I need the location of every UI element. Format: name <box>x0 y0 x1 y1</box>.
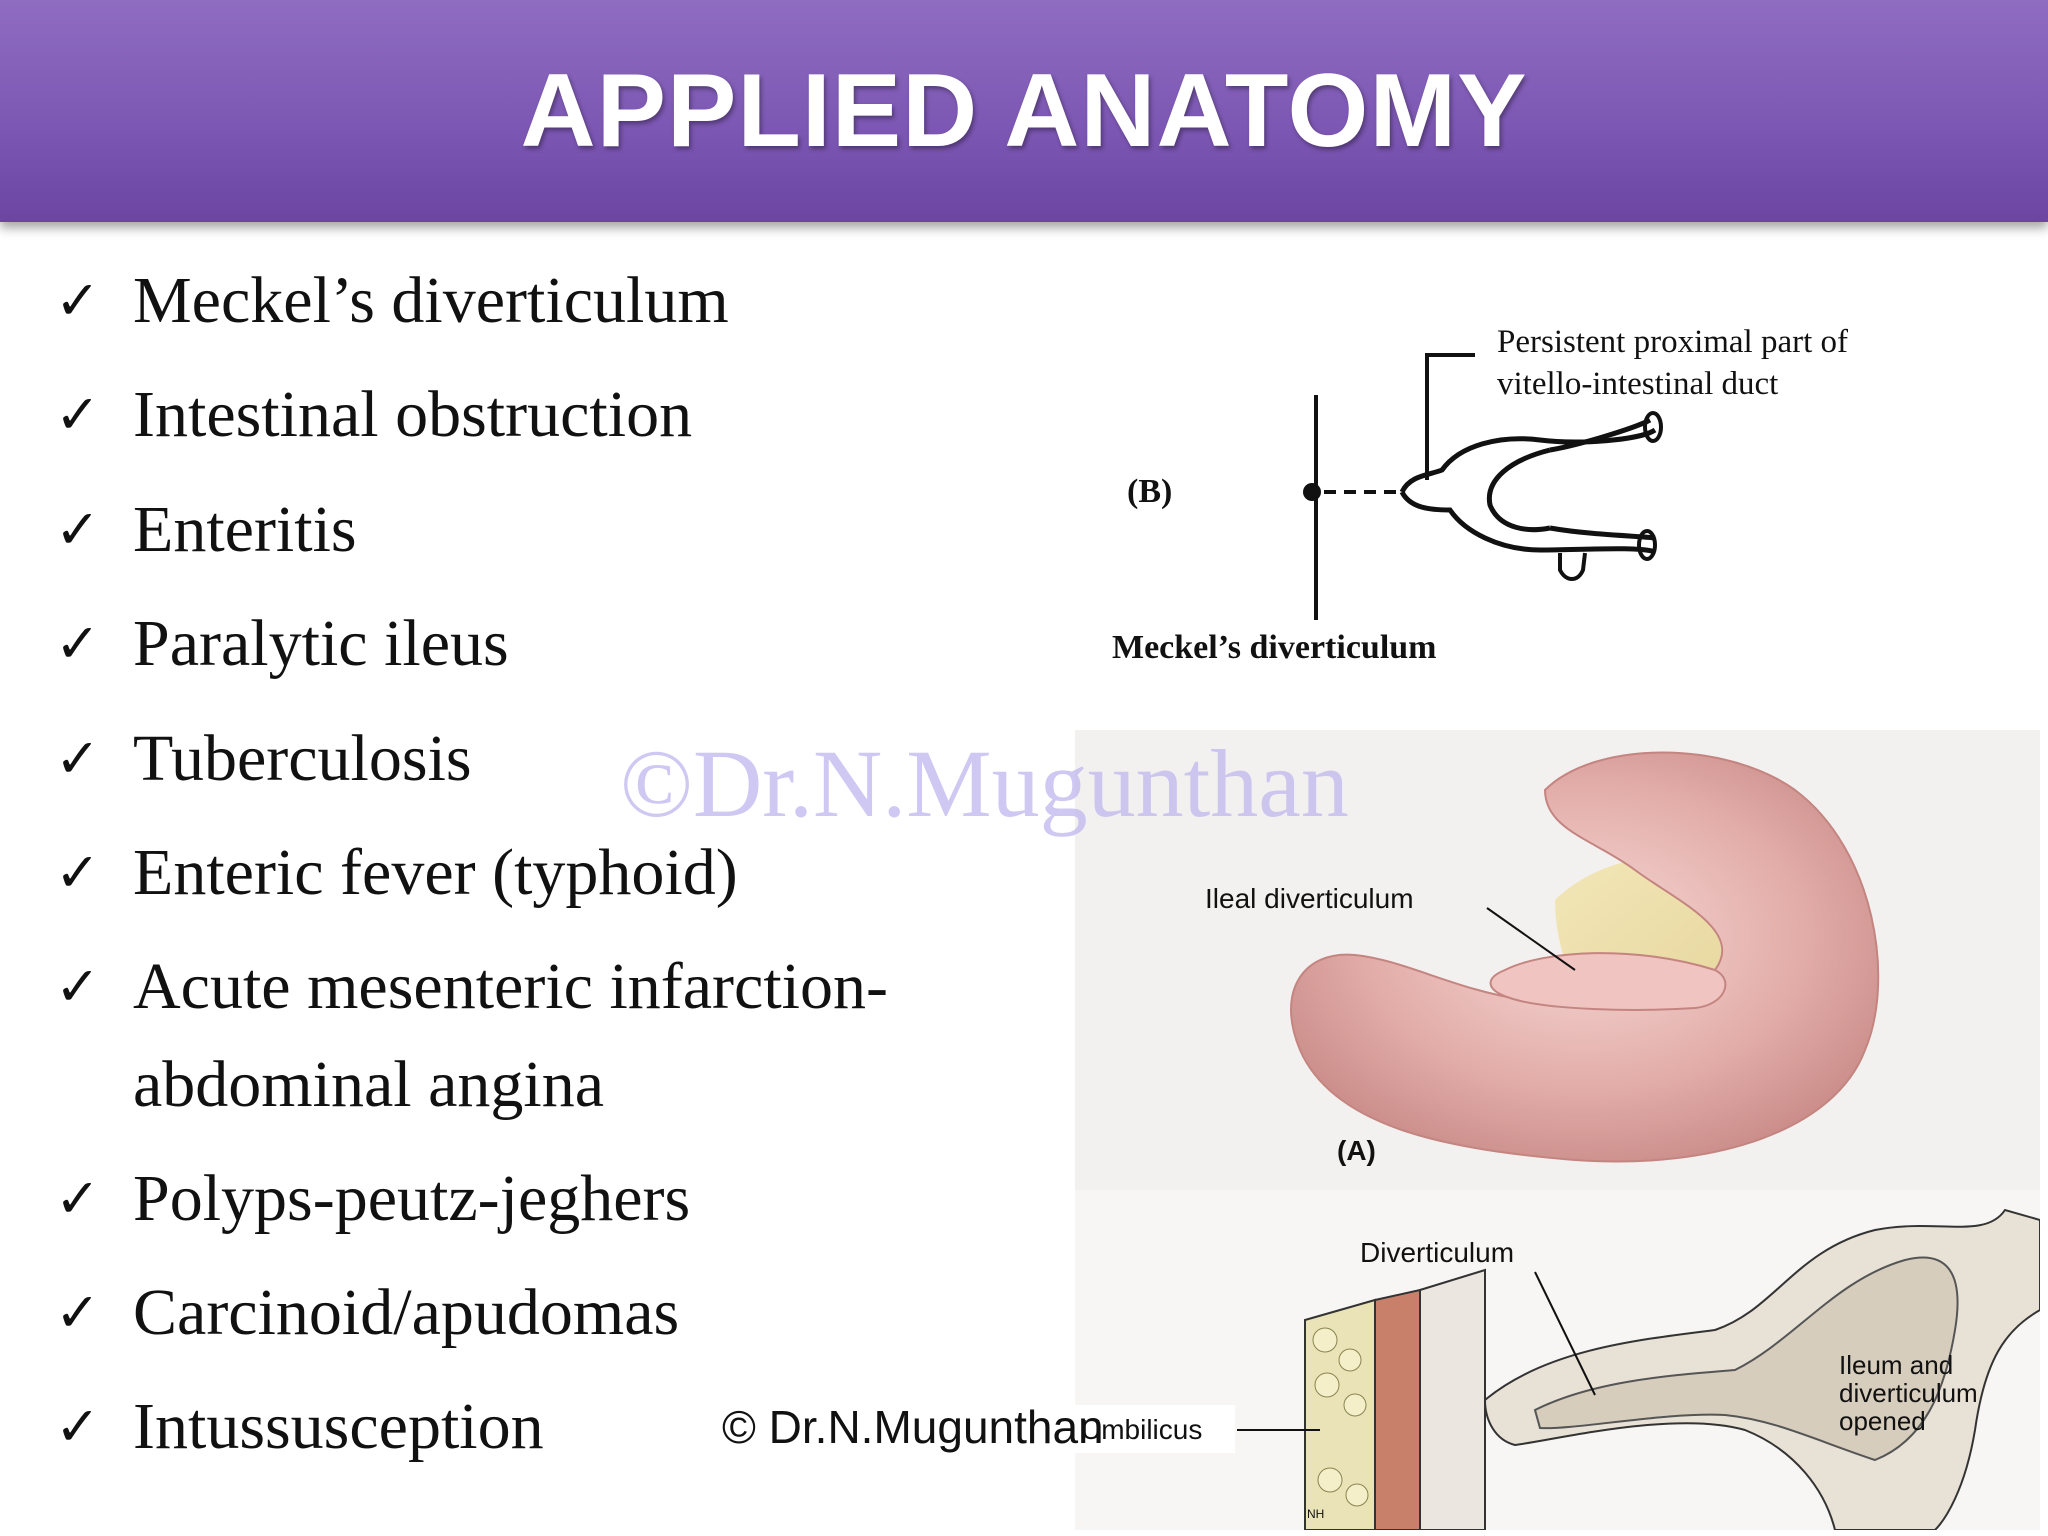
check-icon: ✓ <box>55 269 101 332</box>
abdominal-wall-section <box>1304 1268 1486 1530</box>
duct-pointer-line <box>1425 353 1475 480</box>
bullet-text: Enteritis <box>133 493 357 566</box>
diverticulum-pointer <box>1534 1271 1596 1396</box>
check-icon: ✓ <box>55 841 101 904</box>
check-icon: ✓ <box>55 383 101 446</box>
mucosa-surface <box>1533 1256 1959 1462</box>
diverticulum-shape <box>1489 952 1727 1011</box>
panel-label-a: (A) <box>1337 1135 1376 1166</box>
check-icon: ✓ <box>55 498 101 561</box>
ileum-label-line3: opened <box>1839 1406 1926 1436</box>
bullet-text: Polyps-peutz-jeghers <box>133 1162 691 1235</box>
bullet-text: Intestinal obstruction <box>133 378 693 451</box>
bullet-text-continuation: abdominal angina <box>133 1048 605 1121</box>
copyright-text: © Dr.N.Mugunthan <box>722 1401 1104 1453</box>
bullet-text: Intussusception <box>133 1390 544 1463</box>
meckel-line-diagram: (B) Persistent proximal part of vitello-… <box>1112 324 1848 666</box>
opened-ileum-diagram: Diverticulum Umbilicus Ileum and diverti… <box>1075 1190 2040 1530</box>
duct-label-line1: Persistent proximal part of <box>1497 324 1848 360</box>
bowel-outline-lower <box>1399 490 1656 555</box>
check-icon: ✓ <box>55 1395 101 1458</box>
title-bar: APPLIED ANATOMY <box>0 0 2048 222</box>
ileal-diverticulum-illustration: Ileal diverticulum (A) <box>1075 730 2040 1190</box>
bullet-text: Meckel’s diverticulum <box>133 264 729 337</box>
check-icon: ✓ <box>55 1281 101 1344</box>
check-icon: ✓ <box>55 612 101 675</box>
ileum-label-line2: diverticulum <box>1839 1378 1978 1408</box>
check-icon: ✓ <box>55 955 101 1018</box>
bowel-inner-curve <box>1486 447 1551 533</box>
bowel-end-lower <box>1637 529 1657 561</box>
panel-label-b: (B) <box>1127 473 1172 510</box>
intestine-loop <box>1290 751 1880 1163</box>
caption-meckel: Meckel’s diverticulum <box>1112 629 1437 666</box>
artist-initials: NH <box>1307 1507 1324 1521</box>
check-icon: ✓ <box>55 1167 101 1230</box>
diverticulum-label: Diverticulum <box>1360 1237 1514 1268</box>
slide-title: APPLIED ANATOMY <box>520 52 1528 169</box>
diverticulum-nub <box>1558 552 1587 581</box>
bullet-text: Acute mesenteric infarction- <box>133 950 888 1023</box>
bowel-outline-upper <box>1399 427 1657 494</box>
umbilicus-label-backing <box>1075 1405 1235 1453</box>
bullet-text: Paralytic ileus <box>133 607 509 680</box>
umbilicus-dot <box>1303 483 1321 501</box>
bullet-text: Carcinoid/apudomas <box>133 1276 680 1349</box>
bowel-end-upper <box>1643 411 1663 443</box>
ileal-diverticulum-label: Ileal diverticulum <box>1205 883 1414 914</box>
ileum-label-line1: Ileum and <box>1839 1350 1953 1380</box>
bullet-text: Tuberculosis <box>133 722 472 795</box>
umbilicus-label: Umbilicus <box>1081 1414 1202 1445</box>
check-icon: ✓ <box>55 727 101 790</box>
bullet-text: Enteric fever (typhoid) <box>133 836 738 909</box>
label-pointer <box>1486 907 1576 971</box>
duct-label-line2: vitello-intestinal duct <box>1497 366 1778 402</box>
watermark-text: ©Dr.N.Mugunthan <box>620 730 1349 837</box>
